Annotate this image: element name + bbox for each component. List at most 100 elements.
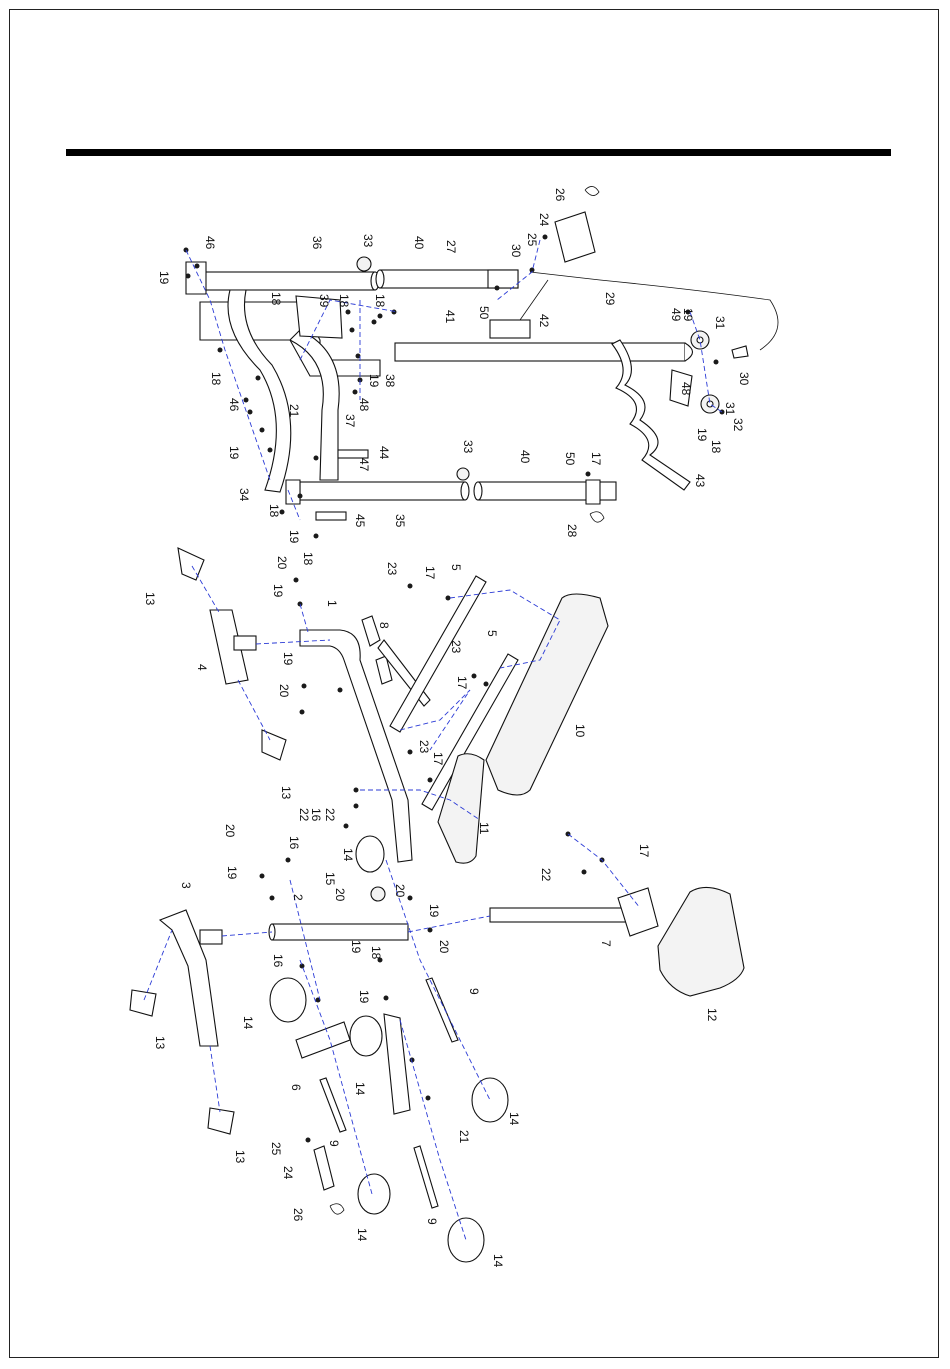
callout-17-d: 17 <box>431 752 445 766</box>
callout-22-b: 22 <box>323 808 337 822</box>
callout-50-b: 50 <box>563 452 577 466</box>
callout-19-k: 19 <box>349 940 363 954</box>
callout-9-b: 9 <box>327 1140 341 1147</box>
part-24-tube-2 <box>313 1145 335 1191</box>
callout-14-e: 14 <box>355 1228 369 1242</box>
callout-39: 39 <box>317 294 331 308</box>
callout-20-a: 20 <box>275 556 289 570</box>
part-13-cap-3 <box>129 989 157 1017</box>
bench-assembly <box>129 547 745 1263</box>
part-9-rod-2 <box>319 1077 347 1133</box>
callout-31-b: 31 <box>723 402 737 416</box>
callout-4: 4 <box>195 664 209 671</box>
part-24-tube <box>554 211 596 263</box>
callout-14-f: 14 <box>491 1254 505 1268</box>
callout-19-l: 19 <box>357 990 371 1004</box>
callout-26-a: 26 <box>553 188 567 202</box>
callout-40-b: 40 <box>518 450 532 464</box>
callout-18-f: 18 <box>267 504 281 518</box>
part-39-bracket <box>295 295 343 339</box>
part-6-bracket <box>295 1021 351 1059</box>
part-30-snap <box>731 345 749 359</box>
callout-46-b: 46 <box>227 398 241 412</box>
callout-8: 8 <box>377 622 391 629</box>
callout-25-a: 25 <box>525 233 539 247</box>
part-36-tube <box>199 271 376 291</box>
callout-21-b: 21 <box>457 1130 471 1144</box>
callout-18-c: 18 <box>337 294 351 308</box>
part-10-back-pad <box>485 593 609 796</box>
callout-22-a: 22 <box>297 808 311 822</box>
callout-28: 28 <box>565 524 579 538</box>
part-14-roller-6 <box>447 1217 485 1263</box>
callout-13-d: 13 <box>233 1150 247 1164</box>
callout-5-b: 5 <box>485 630 499 637</box>
callout-33-a: 33 <box>361 234 375 248</box>
header-rule <box>66 149 891 156</box>
part-38-frame <box>199 301 381 377</box>
part-35-tube <box>299 481 466 501</box>
callout-19-j: 19 <box>427 904 441 918</box>
callout-19-f: 19 <box>287 530 301 544</box>
callout-26-b: 26 <box>291 1208 305 1222</box>
callout-13-a: 13 <box>143 592 157 606</box>
callout-18-e: 18 <box>709 440 723 454</box>
callout-19-h: 19 <box>281 652 295 666</box>
callout-19-d: 19 <box>695 428 709 442</box>
callout-18-b: 18 <box>269 292 283 306</box>
callout-25-b: 25 <box>269 1142 283 1156</box>
callout-30-a: 30 <box>509 244 523 258</box>
callout-13-c: 13 <box>153 1036 167 1050</box>
bench-assembly-paths <box>143 565 641 1241</box>
part-26-clip-2 <box>329 1203 345 1215</box>
callout-14-c: 14 <box>353 1082 367 1096</box>
part-9-rod-1 <box>425 977 459 1043</box>
callout-16-a: 16 <box>309 808 323 822</box>
part-37-upright <box>289 329 340 481</box>
callout-23-c: 23 <box>417 740 431 754</box>
callout-29: 29 <box>603 292 617 306</box>
part-43-curl-bar <box>611 339 691 491</box>
callout-5-a: 5 <box>449 564 463 571</box>
callout-35: 35 <box>393 514 407 528</box>
part-46-bracket <box>185 261 207 295</box>
callout-17-a: 17 <box>589 452 603 466</box>
page-frame <box>9 9 939 1358</box>
part-3-rear-leg <box>158 909 219 1047</box>
part-48-bracket <box>669 369 693 407</box>
callout-20-d: 20 <box>333 888 347 902</box>
callout-20-e: 20 <box>393 884 407 898</box>
callout-37: 37 <box>343 414 357 428</box>
callout-19-c: 19 <box>367 374 381 388</box>
callout-19-e: 19 <box>227 446 241 460</box>
callout-36: 36 <box>310 236 324 250</box>
callout-34: 34 <box>237 488 251 502</box>
upper-bolts <box>183 234 725 539</box>
part-44-pin <box>337 449 369 459</box>
callout-14-d: 14 <box>507 1112 521 1126</box>
part-15-knob <box>370 886 386 902</box>
callout-33-b: 33 <box>461 440 475 454</box>
callout-42: 42 <box>537 314 551 328</box>
callout-24-b: 24 <box>281 1166 295 1180</box>
callout-10: 10 <box>573 724 587 738</box>
callout-24-a: 24 <box>537 213 551 227</box>
part-5-tube-1 <box>389 575 487 733</box>
callout-9-c: 9 <box>425 1218 439 1225</box>
part-14-roller-2 <box>269 977 307 1023</box>
callout-11: 11 <box>477 822 491 835</box>
callout-43: 43 <box>693 474 707 488</box>
callout-17-c: 17 <box>455 676 469 690</box>
callout-44: 44 <box>377 446 391 460</box>
callout-19-g: 19 <box>271 584 285 598</box>
callout-46-a: 46 <box>203 236 217 250</box>
callout-45: 45 <box>353 514 367 528</box>
upper-frame-assembly <box>183 186 779 539</box>
part-26-clip <box>584 186 600 196</box>
callout-18-g: 18 <box>301 552 315 566</box>
callout-16-c: 16 <box>271 954 285 968</box>
part-1-main-frame <box>299 629 413 863</box>
callout-21: 21 <box>287 404 301 418</box>
callout-47: 47 <box>357 458 371 472</box>
